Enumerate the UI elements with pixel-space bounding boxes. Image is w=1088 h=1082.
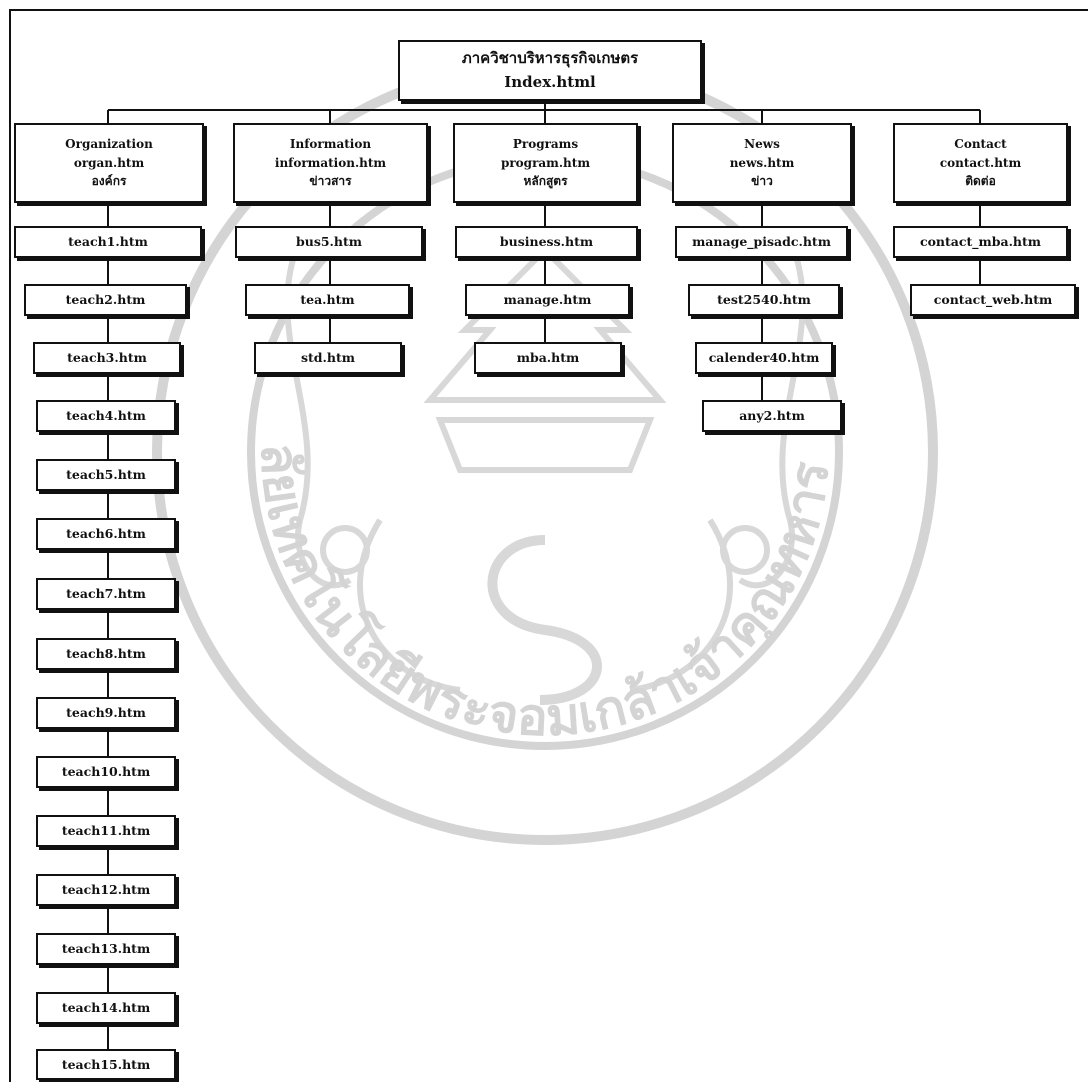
page-file: teach5.htm bbox=[66, 467, 146, 483]
section-title: Organization bbox=[65, 137, 153, 152]
page-file: teach7.htm bbox=[66, 586, 146, 602]
section-file: organ.htm bbox=[73, 155, 145, 170]
section-programs[interactable]: Programs program.htm หลักสูตร bbox=[453, 123, 638, 203]
page-file: tea.htm bbox=[300, 292, 355, 308]
page-node-manage[interactable]: manage.htm bbox=[465, 284, 630, 316]
section-file: news.htm bbox=[729, 155, 795, 170]
root-file: Index.html bbox=[504, 72, 596, 91]
section-file: program.htm bbox=[500, 155, 591, 170]
page-file: teach12.htm bbox=[61, 882, 151, 898]
page-node-teach14[interactable]: teach14.htm bbox=[36, 992, 176, 1024]
page-file: manage.htm bbox=[503, 292, 592, 308]
page-file: teach4.htm bbox=[66, 408, 146, 424]
page-node-std[interactable]: std.htm bbox=[254, 342, 402, 374]
root-title: ภาควิชาบริหารธุรกิจเกษตร bbox=[461, 49, 639, 68]
page-node-teach1[interactable]: teach1.htm bbox=[14, 226, 202, 258]
page-node-business[interactable]: business.htm bbox=[455, 226, 638, 258]
section-title-thai: ติดต่อ bbox=[965, 174, 996, 189]
section-title: News bbox=[744, 137, 780, 152]
page-node-teach4[interactable]: teach4.htm bbox=[36, 400, 176, 432]
page-node-any2[interactable]: any2.htm bbox=[702, 400, 842, 432]
page-file: teach6.htm bbox=[66, 526, 146, 542]
page-file: teach15.htm bbox=[61, 1056, 151, 1072]
section-news[interactable]: News news.htm ข่าว bbox=[672, 123, 852, 203]
section-title-thai: ข่าว bbox=[751, 174, 773, 189]
section-title-thai: หลักสูตร bbox=[523, 174, 568, 189]
page-node-teach12[interactable]: teach12.htm bbox=[36, 874, 176, 906]
page-file: teach10.htm bbox=[61, 764, 151, 780]
page-node-teach6[interactable]: teach6.htm bbox=[36, 518, 176, 550]
diagram-frame bbox=[9, 9, 1088, 1082]
page-file: teach2.htm bbox=[65, 292, 146, 308]
page-file: teach11.htm bbox=[61, 823, 151, 839]
section-information[interactable]: Information information.htm ข่าวสาร bbox=[233, 123, 428, 203]
page-node-teach2[interactable]: teach2.htm bbox=[24, 284, 187, 316]
page-node-teach7[interactable]: teach7.htm bbox=[36, 578, 176, 610]
page-file: mba.htm bbox=[516, 350, 580, 366]
page-file: test2540.htm bbox=[717, 292, 811, 308]
page-node-contact-mba[interactable]: contact_mba.htm bbox=[893, 226, 1068, 258]
page-file: teach1.htm bbox=[68, 234, 148, 250]
page-node-teach10[interactable]: teach10.htm bbox=[36, 756, 176, 788]
page-node-calender40[interactable]: calender40.htm bbox=[695, 342, 833, 374]
page-file: std.htm bbox=[301, 350, 355, 366]
section-title: Contact bbox=[954, 137, 1007, 152]
page-node-teach9[interactable]: teach9.htm bbox=[36, 697, 176, 729]
page-node-mba[interactable]: mba.htm bbox=[474, 342, 622, 374]
page-node-contact-web[interactable]: contact_web.htm bbox=[910, 284, 1076, 316]
page-file: teach9.htm bbox=[66, 705, 146, 721]
page-file: contact_web.htm bbox=[933, 292, 1053, 308]
page-file: business.htm bbox=[499, 234, 594, 250]
page-file: contact_mba.htm bbox=[919, 234, 1042, 250]
page-node-test2540[interactable]: test2540.htm bbox=[688, 284, 840, 316]
page-node-teach11[interactable]: teach11.htm bbox=[36, 815, 176, 847]
page-node-teach3[interactable]: teach3.htm bbox=[33, 342, 181, 374]
page-file: any2.htm bbox=[739, 408, 805, 424]
page-file: teach8.htm bbox=[66, 646, 146, 662]
page-node-tea[interactable]: tea.htm bbox=[245, 284, 410, 316]
root-node[interactable]: ภาควิชาบริหารธุรกิจเกษตร Index.html bbox=[398, 40, 702, 101]
section-organization[interactable]: Organization organ.htm องค์กร bbox=[14, 123, 204, 203]
page-node-teach15[interactable]: teach15.htm bbox=[36, 1049, 176, 1080]
page-file: calender40.htm bbox=[708, 350, 820, 366]
section-title: Information bbox=[289, 137, 372, 152]
section-contact[interactable]: Contact contact.htm ติดต่อ bbox=[893, 123, 1068, 203]
page-file: teach14.htm bbox=[61, 1000, 151, 1016]
page-node-manage-pisadc[interactable]: manage_pisadc.htm bbox=[675, 226, 848, 258]
page-file: bus5.htm bbox=[295, 234, 362, 250]
section-title-thai: องค์กร bbox=[91, 174, 127, 189]
page-node-teach8[interactable]: teach8.htm bbox=[36, 638, 176, 670]
page-node-teach5[interactable]: teach5.htm bbox=[36, 459, 176, 491]
page-node-bus5[interactable]: bus5.htm bbox=[235, 226, 423, 258]
section-file: contact.htm bbox=[939, 155, 1022, 170]
page-file: teach13.htm bbox=[61, 941, 151, 957]
section-title-thai: ข่าวสาร bbox=[309, 174, 352, 189]
page-file: teach3.htm bbox=[67, 350, 147, 366]
section-title: Programs bbox=[512, 137, 579, 152]
page-file: manage_pisadc.htm bbox=[692, 234, 831, 250]
section-file: information.htm bbox=[274, 155, 387, 170]
page-node-teach13[interactable]: teach13.htm bbox=[36, 933, 176, 965]
